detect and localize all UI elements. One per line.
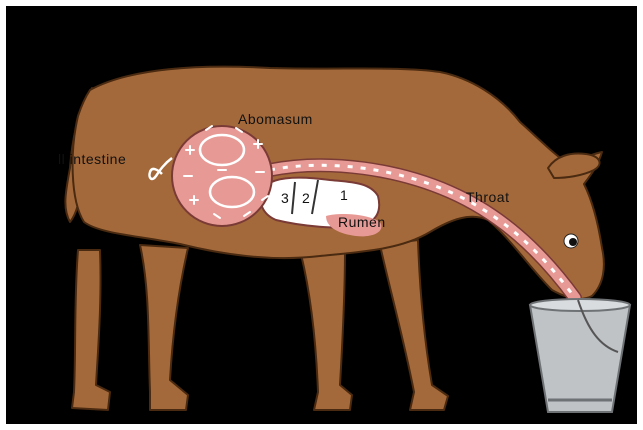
compartment-number-3: 3 (281, 190, 289, 206)
abomasum (172, 126, 272, 226)
label-intestine: ll intestine (58, 151, 126, 167)
calf-pupil (569, 238, 577, 246)
compartment-number-2: 2 (302, 190, 310, 206)
label-abomasum: Abomasum (238, 111, 313, 127)
milk-bucket (530, 299, 630, 412)
label-throat: Throat (466, 189, 509, 205)
label-rumen: Rumen (338, 214, 386, 230)
compartment-number-1: 1 (340, 187, 348, 203)
